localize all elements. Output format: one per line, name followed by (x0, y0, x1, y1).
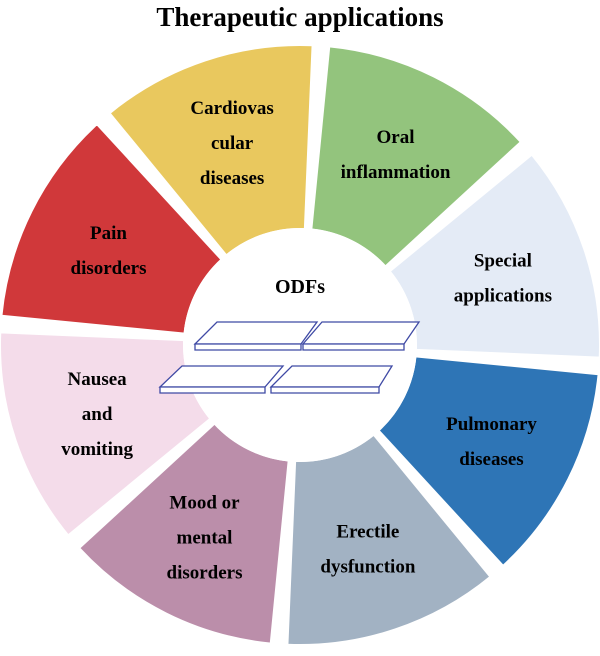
segment-label-line: disorders (71, 258, 147, 279)
stacked-film-icon (158, 321, 421, 394)
segment-label-line: diseases (200, 168, 264, 189)
segment-label-line: Special (474, 251, 532, 272)
segment-label: Oral inflammation (341, 127, 451, 183)
segment-label-line: Nausea (68, 369, 128, 390)
segment-cardiovascular-diseases: Cardiovas cular diseases (108, 44, 314, 257)
segment-erectile-dysfunction: Erectile dysfunction (286, 433, 492, 646)
center-label: ODFs (275, 276, 325, 298)
segment-label: Nausea and vomiting (61, 369, 133, 460)
segment-label-line: mental (177, 528, 233, 549)
segment-label: Special applications (454, 251, 552, 307)
segment-label: Cardiovas cular diseases (190, 98, 273, 189)
segment-label-line: vomiting (61, 439, 133, 460)
segment-label-line: Cardiovas (190, 98, 273, 119)
segment-label-line: Mood or (169, 493, 240, 514)
segment-label-line: inflammation (341, 162, 451, 183)
segment-mood-or-mental-disorders: Mood or mental disorders (77, 422, 290, 645)
segment-label-line: cular (211, 133, 254, 154)
segment-label-line: and (82, 404, 113, 425)
segment-nausea-and-vomiting: Nausea and vomiting (0, 331, 212, 537)
segment-label-line: Pulmonary (446, 414, 537, 435)
segment-pain-disorders: Pain disorders (0, 122, 223, 335)
segment-label-line: Pain (90, 223, 127, 244)
segment-label-line: dysfunction (320, 556, 415, 577)
center-hub: ODFs (158, 228, 421, 462)
segment-label-line: applications (454, 286, 552, 307)
segment-label: Pain disorders (71, 223, 147, 279)
segment-label-line: disorders (167, 563, 243, 584)
segment-label-line: Erectile (336, 521, 399, 542)
segment-label-line: diseases (459, 449, 523, 470)
segment-label-line: Oral (377, 127, 415, 148)
segment-label: Pulmonary diseases (446, 414, 537, 470)
segment-label: Erectile dysfunction (320, 521, 415, 577)
segment-special-applications: Special applications (388, 153, 600, 359)
diagram-title: Therapeutic applications (156, 2, 444, 32)
segment-label: Mood or mental disorders (167, 493, 243, 584)
